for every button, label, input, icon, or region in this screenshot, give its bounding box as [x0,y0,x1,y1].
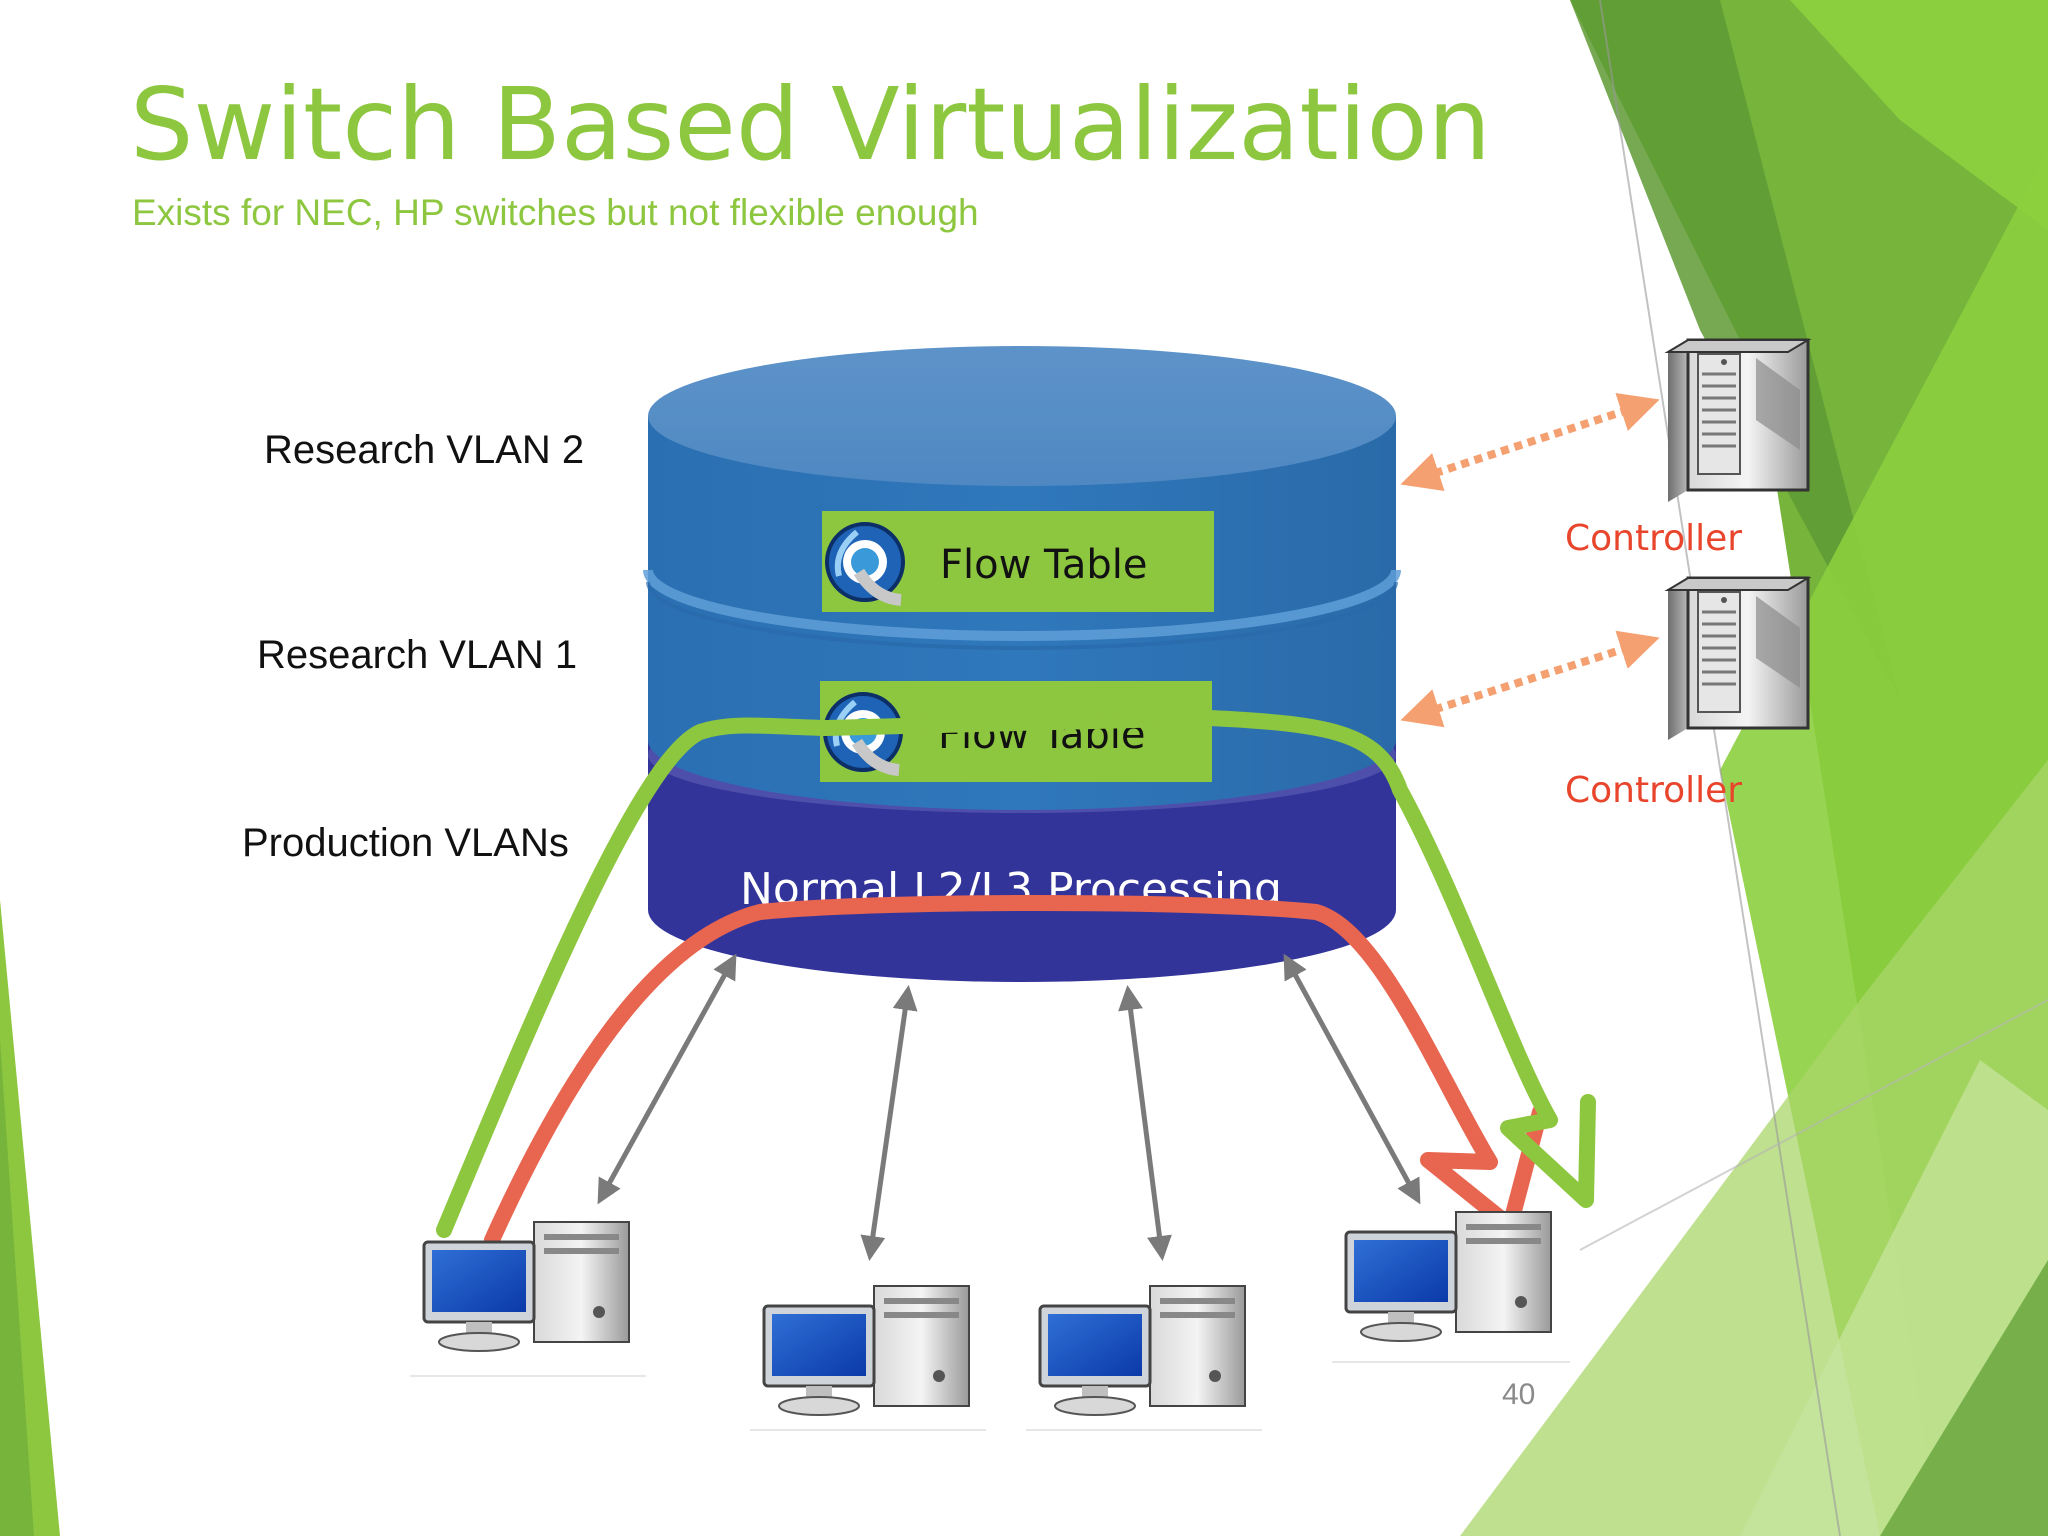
controller-label-bottom: Controller [1565,770,1742,811]
page-number: 40 [1502,1378,1536,1411]
label-production-vlans: Production VLANs [242,821,569,865]
server-icon [1666,576,1810,742]
computer-icon [422,1220,631,1353]
controller-server-top [1666,338,1810,504]
flow-table-top: Flow Table [822,511,1214,612]
research-path [436,710,1596,1238]
host-1 [410,1220,646,1377]
link-arrow [860,985,918,1261]
host-3 [1026,1284,1262,1431]
host-4 [1332,1210,1570,1363]
slide-title: Switch Based Virtualization [130,66,1492,183]
computer-icon [1038,1284,1247,1417]
link-arrow [597,953,737,1205]
flow-table-icon [827,524,903,600]
flow-table-top-label: Flow Table [940,542,1147,588]
host-links [597,953,1421,1261]
label-research-vlan-2: Research VLAN 2 [264,428,585,472]
computer-icon [1344,1210,1553,1343]
slide-subtitle: Exists for NEC, HP switches but not flex… [132,192,979,233]
link-arrow [1118,985,1172,1261]
server-icon [1666,338,1810,504]
stack-top-cap [648,346,1396,486]
label-research-vlan-1: Research VLAN 1 [257,633,578,677]
link-arrow [1283,953,1421,1205]
computer-icon [762,1284,971,1417]
controller-label-top: Controller [1565,518,1742,559]
host-2 [750,1284,986,1431]
controller-link-top [1400,392,1660,492]
production-path [484,895,1548,1248]
controller-server-bottom [1666,576,1810,742]
controller-links [1400,392,1660,728]
controller-link-bottom [1400,630,1660,728]
